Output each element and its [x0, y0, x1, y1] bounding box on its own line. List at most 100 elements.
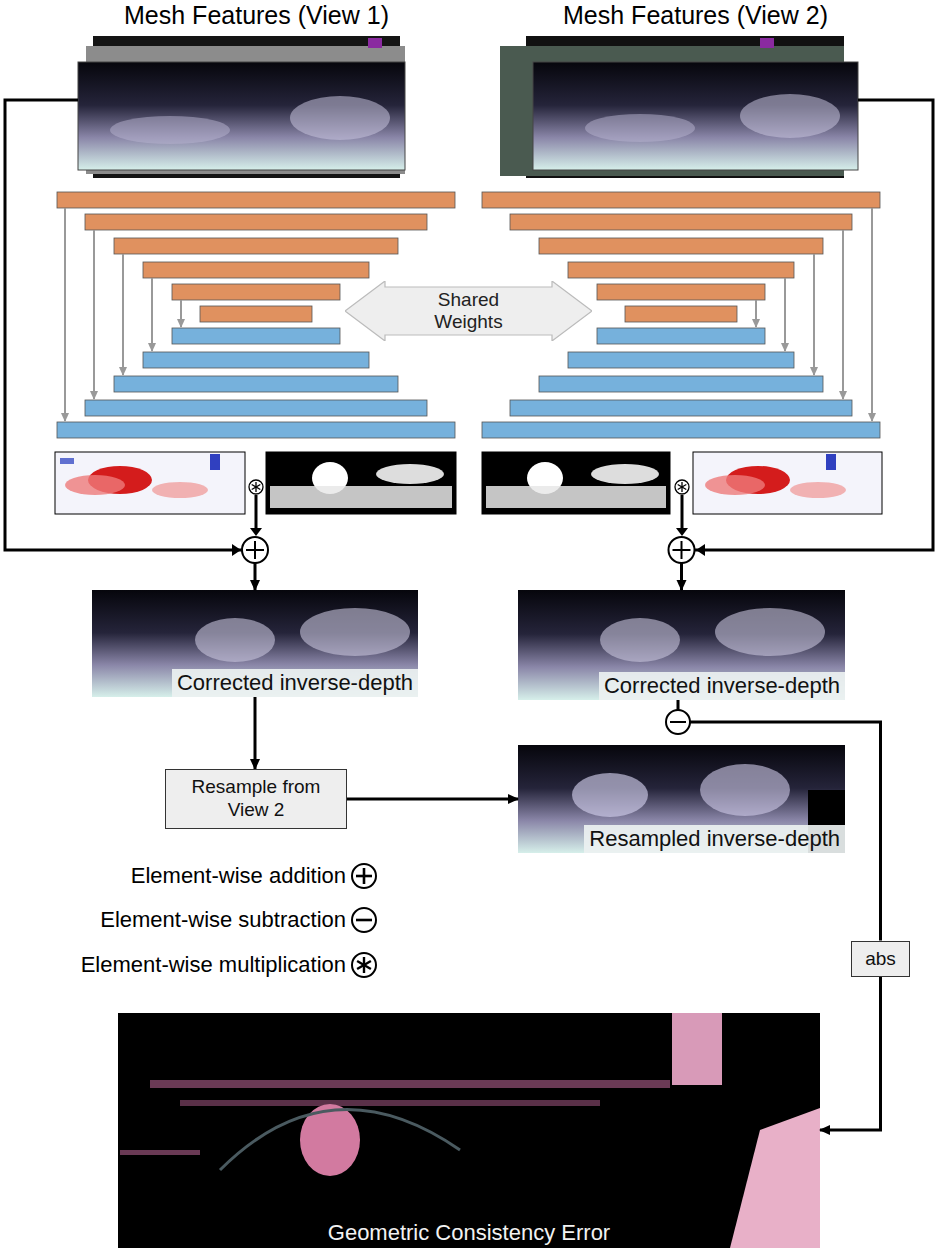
shared-weights-arrow: Shared Weights — [345, 281, 592, 341]
node-label: Corrected inverse-depth — [599, 672, 845, 700]
legend-text: Element-wise multiplication — [81, 952, 346, 978]
depth-image: Resampled inverse-depth — [518, 745, 845, 853]
layout-rect — [510, 400, 852, 416]
layout-ellipse — [290, 96, 390, 140]
layout-line — [356, 919, 372, 922]
layout-rect — [270, 486, 452, 508]
layout-rect — [200, 306, 312, 322]
layout-circle — [675, 480, 689, 494]
connector — [678, 700, 881, 941]
layout-line — [357, 961, 371, 969]
layout-circle — [242, 537, 268, 563]
node-label: Corrected inverse-depth — [172, 669, 418, 697]
layout-rect — [693, 452, 882, 514]
layout-ellipse — [300, 608, 410, 656]
layout-rect — [482, 452, 670, 514]
layout-rect — [486, 486, 666, 508]
legend-row: Element-wise subtraction — [100, 905, 378, 935]
layout-rect — [60, 458, 74, 464]
connector — [5, 100, 255, 590]
legend-text: Element-wise subtraction — [100, 907, 346, 933]
layout-g — [57, 192, 880, 438]
layout-line — [678, 485, 687, 490]
layout-path — [730, 1108, 820, 1248]
layout-path — [676, 528, 688, 536]
layout-line — [363, 868, 366, 884]
error-image: Geometric Consistency Error — [118, 1013, 820, 1248]
layout-rect — [92, 590, 418, 697]
layout-rect — [57, 422, 455, 438]
legend-symbol — [350, 862, 378, 890]
layout-circle — [352, 864, 376, 888]
layout-rect — [143, 262, 369, 278]
node-label: Mesh Features (View 1) — [124, 1, 389, 30]
layout-g — [65, 208, 872, 421]
legend-symbol — [350, 906, 378, 934]
layout-ellipse — [585, 114, 695, 142]
process-box: abs — [851, 941, 910, 977]
layout-rect — [57, 192, 455, 208]
layout-circle — [666, 710, 690, 734]
layout-line — [357, 961, 371, 969]
image-stack: Mesh Features (View 2) — [533, 36, 858, 180]
legend-text: Element-wise addition — [131, 863, 346, 889]
legend: Element-wise additionElement-wise subtra… — [0, 0, 378, 1250]
layout-rect — [518, 745, 845, 853]
layout-line — [180, 300, 182, 327]
layout-rect — [826, 454, 836, 470]
layout-rect — [55, 452, 245, 514]
layout-g — [256, 495, 682, 530]
depth-image: Corrected inverse-depth — [518, 590, 845, 700]
layout-line — [871, 208, 873, 421]
layout-circle — [352, 908, 376, 932]
layout-rect — [568, 262, 794, 278]
layout-path — [696, 544, 705, 556]
layout-ellipse — [591, 464, 659, 484]
connector — [347, 798, 518, 801]
connector — [254, 697, 257, 769]
legend-row: Element-wise multiplication — [81, 950, 378, 980]
layout-line — [64, 208, 66, 421]
layout-rect — [539, 376, 823, 392]
image-stack: Mesh Features (View 1) — [78, 36, 435, 180]
layout-rect — [760, 38, 774, 48]
layout-ellipse — [700, 764, 790, 816]
layout-g — [242, 537, 695, 734]
layout-ellipse — [65, 475, 125, 495]
node-label: Geometric Consistency Error — [118, 1220, 820, 1246]
layout-rect — [533, 62, 858, 170]
layout-rect — [85, 400, 427, 416]
layout-rect — [266, 452, 456, 514]
layout-line — [670, 721, 686, 723]
layout-rect — [597, 328, 765, 344]
layout-rect — [172, 284, 340, 300]
node-label: Mesh Features (View 2) — [563, 1, 828, 30]
layout-rect — [568, 352, 794, 368]
layout-ellipse — [705, 475, 765, 495]
layout-rect — [85, 214, 427, 230]
layout-line — [755, 300, 757, 327]
layout-rect — [518, 590, 845, 700]
layout-ellipse — [195, 618, 275, 662]
layout-path — [232, 544, 241, 556]
layout-rect — [368, 38, 382, 48]
legend-symbol — [350, 951, 378, 979]
layout-line — [842, 230, 844, 399]
layout-rect — [482, 192, 880, 208]
layout-ellipse — [600, 618, 680, 662]
layout-line — [255, 495, 258, 530]
layout-rect — [510, 214, 852, 230]
layout-line — [254, 541, 256, 559]
layout-rect — [120, 1150, 200, 1155]
depth-image: Corrected inverse-depth — [92, 590, 418, 697]
layout-line — [93, 230, 95, 399]
layout-ellipse — [376, 464, 444, 484]
connector — [820, 977, 881, 1131]
layout-rect — [210, 454, 220, 470]
layout-rect — [150, 1080, 670, 1088]
layout-line — [252, 485, 261, 490]
node-label: Resampled inverse-depth — [584, 825, 845, 853]
node-label: abs — [865, 948, 896, 970]
